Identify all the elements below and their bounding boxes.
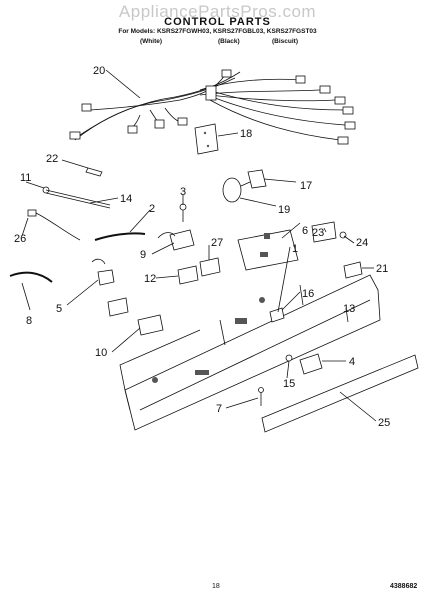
callout-2: 2 (149, 203, 155, 215)
callout-21: 21 (376, 263, 388, 275)
callout-6: 6 (302, 225, 308, 237)
callout-labels: 20 18 22 11 14 2 3 9 27 12 26 8 5 10 6 1… (14, 65, 390, 429)
callout-9: 9 (140, 249, 146, 261)
variant-black: (Black) (218, 38, 240, 45)
part-screw-3 (179, 203, 187, 222)
part-insulation-pad (137, 314, 164, 336)
callout-24: 24 (356, 237, 368, 249)
callout-7: 7 (216, 403, 222, 415)
callout-22: 22 (46, 153, 58, 165)
callout-13: 13 (343, 303, 355, 315)
part-label-27 (199, 257, 221, 277)
callout-12: 12 (144, 273, 156, 285)
document-number: 4388682 (390, 583, 418, 590)
callout-10: 10 (95, 347, 107, 359)
callout-23: 23 (312, 227, 324, 239)
callout-16: 16 (302, 288, 314, 300)
callout-20: 20 (93, 65, 105, 77)
variant-white: (White) (140, 38, 163, 45)
part-trim-strip (261, 354, 419, 433)
callout-3: 3 (180, 186, 186, 198)
callout-17: 17 (300, 180, 312, 192)
callout-25: 25 (378, 417, 390, 429)
part-screw-7 (258, 387, 264, 406)
part-block-10 (107, 297, 129, 317)
watermark: AppliancePartsPros.com (118, 2, 317, 21)
callout-18: 18 (240, 128, 252, 140)
page-title: CONTROL PARTS (164, 16, 271, 28)
callout-19: 19 (278, 204, 290, 216)
callout-15: 15 (283, 378, 295, 390)
callout-11: 11 (20, 172, 31, 184)
part-capillary-tube (94, 232, 146, 241)
part-control-housing (119, 274, 381, 431)
callout-27: 27 (211, 237, 223, 249)
part-tube-8 (9, 271, 53, 283)
part-control-12 (177, 265, 199, 285)
callout-14: 14 (120, 193, 132, 205)
part-bracket-4 (299, 353, 323, 375)
part-cover-plate (194, 123, 219, 155)
part-16 (269, 307, 285, 323)
callout-4: 4 (349, 356, 355, 368)
part-lamp-socket (222, 169, 267, 203)
callout-5: 5 (56, 303, 62, 315)
part-damper-control (91, 258, 115, 286)
callout-26: 26 (14, 233, 26, 245)
part-cam (343, 261, 363, 279)
part-sensor-tube (42, 186, 111, 209)
part-switch (311, 221, 337, 243)
part-clip (85, 167, 103, 177)
part-screw-15 (285, 354, 293, 362)
part-sensor (27, 209, 81, 241)
variant-biscuit: (Biscuit) (272, 38, 298, 45)
part-wire-harness (69, 69, 356, 145)
page-number: 18 (212, 583, 220, 590)
callout-8: 8 (26, 315, 32, 327)
part-control-board (237, 229, 299, 271)
callout-1: 1 (292, 243, 298, 255)
models-line: For Models: KSRS27FGWH03, KSRS27FGBL03, … (118, 28, 317, 35)
leader-lines (21, 69, 377, 422)
connector-1 (69, 131, 81, 140)
part-thermostat (157, 229, 195, 251)
